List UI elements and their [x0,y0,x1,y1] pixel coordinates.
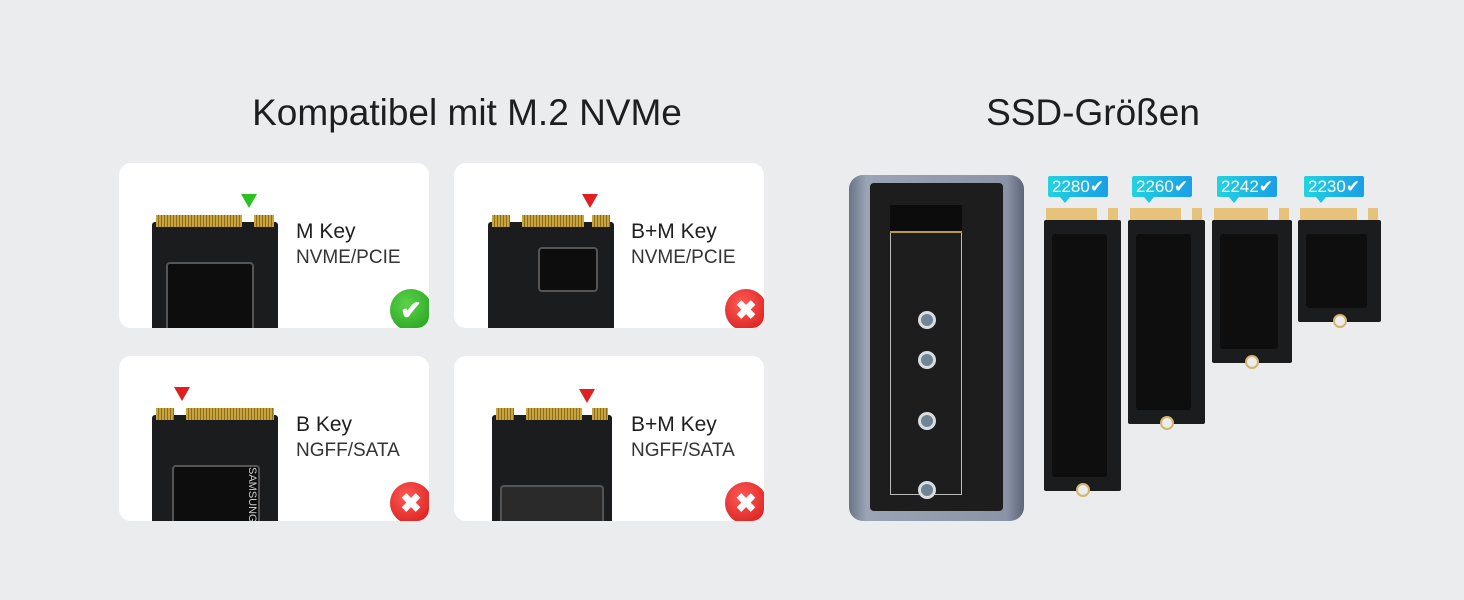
arrow-marker-icon [241,194,257,208]
chip-label: SAMSUNG [172,465,260,521]
key-type: M Key [296,220,356,243]
size-label: 2242 [1221,177,1259,196]
arrow-marker-icon [579,389,595,403]
card-b-key: SAMSUNG B Key NGFF/SATA ✖ [119,356,429,521]
cross-icon: ✖ [390,482,429,521]
ssd-enclosure-image [849,175,1024,521]
protocol: NGFF/SATA [631,440,735,461]
arrow-marker-icon [174,387,190,401]
ssd-2260-image [1128,208,1205,430]
ssd-2280-image [1044,208,1121,497]
protocol: NVME/PCIE [631,247,736,268]
key-type: B+M Key [631,220,717,243]
ssd-2230-image [1298,208,1381,328]
check-icon: ✔ [1345,177,1361,196]
ssd-b-key-image: SAMSUNG [152,408,278,521]
card-bm-key-nvme: B+M Key NVME/PCIE ✖ [454,163,764,328]
size-label: 2230 [1308,177,1346,196]
size-label: 2260 [1136,177,1174,196]
m2-slot [890,205,962,233]
key-type: B+M Key [631,413,717,436]
ssd-m-key-image [152,215,278,328]
protocol: NVME/PCIE [296,247,401,268]
check-icon: ✔ [1258,177,1274,196]
size-tag-2242: 2242✔ [1217,176,1278,203]
card-bm-key-sata: B+M Key NGFF/SATA ✖ [454,356,764,521]
protocol: NGFF/SATA [296,440,400,461]
card-m-key: M Key NVME/PCIE ✔ [119,163,429,328]
check-icon: ✔ [1173,177,1189,196]
size-tag-2260: 2260✔ [1132,176,1193,203]
size-tag-2280: 2280✔ [1048,176,1109,203]
ssd-2242-image [1212,208,1292,369]
ssd-bm-key-image [488,215,614,328]
cross-icon: ✖ [725,482,764,521]
check-icon: ✔ [390,289,429,328]
size-tag-2230: 2230✔ [1304,176,1365,203]
key-type: B Key [296,413,353,436]
compatibility-title: Kompatibel mit M.2 NVMe [252,92,682,133]
arrow-marker-icon [582,194,598,208]
check-icon: ✔ [1089,177,1105,196]
size-label: 2280 [1052,177,1090,196]
ssd-bm-key-sata-image [492,408,612,521]
ssd-sizes-title: SSD-Größen [986,92,1200,133]
cross-icon: ✖ [725,289,764,328]
